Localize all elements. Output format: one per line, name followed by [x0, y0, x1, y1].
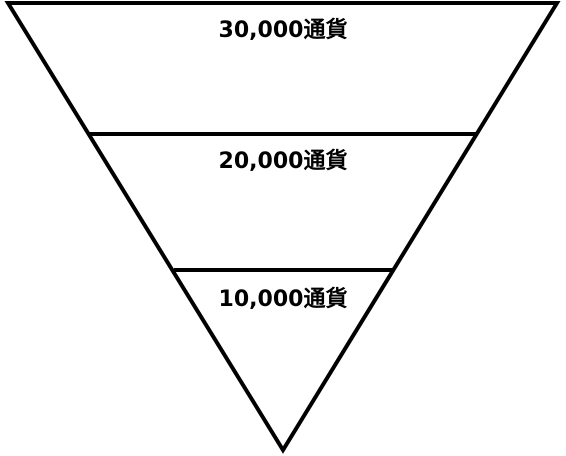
tier-label-middle: 20,000通貨 — [219, 148, 348, 174]
tier-label-bottom: 10,000通貨 — [219, 286, 348, 312]
tier-label-top: 30,000通貨 — [219, 17, 348, 43]
pyramid-outline — [4, 1, 561, 454]
